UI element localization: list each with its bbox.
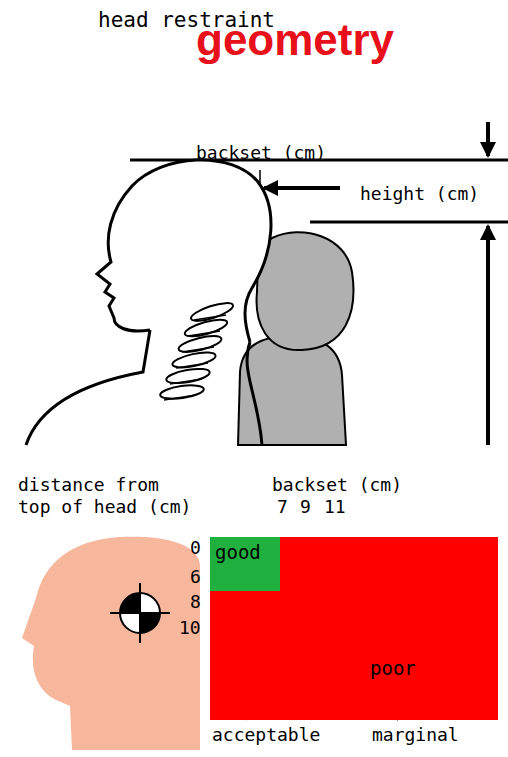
height-arrow — [486, 226, 490, 445]
vertebra-line — [170, 379, 202, 384]
tick-label: 7 — [277, 496, 288, 518]
target-symbol — [110, 583, 170, 643]
axis-label: distance from top of head (cm) — [18, 474, 198, 517]
tick-label: 6 — [190, 566, 201, 588]
vertebra-line — [164, 395, 196, 400]
heading-label: head restraint — [98, 8, 275, 33]
rating-region: poor good — [210, 537, 498, 720]
region-label: poor — [370, 657, 416, 679]
band-label: acceptable — [212, 724, 320, 746]
seatback — [238, 336, 346, 445]
tick-label: 8 — [190, 591, 201, 613]
dimension-label: backset (cm) — [196, 142, 326, 164]
vertebra-line — [182, 347, 214, 352]
tick-label: 11 — [324, 496, 346, 518]
band-label: marginal — [372, 724, 459, 746]
vertebrae — [159, 299, 234, 401]
backset-arrow — [264, 186, 340, 190]
height-arrow — [486, 122, 490, 156]
neck-back — [247, 342, 262, 445]
rating-region: good — [210, 537, 280, 591]
vertebra — [171, 350, 217, 371]
dimension-label: height (cm) — [360, 183, 479, 205]
vertebra — [177, 333, 223, 355]
vertebra — [165, 366, 210, 385]
axis-label: backset (cm) — [272, 474, 402, 496]
dummy-head — [22, 537, 200, 750]
head-outline — [97, 160, 271, 342]
height-line — [310, 221, 508, 224]
neck-front — [26, 330, 150, 445]
vertebra — [159, 383, 204, 401]
vertebra-line — [176, 363, 208, 368]
tick-label: 10 — [179, 617, 201, 639]
region-label: good — [215, 541, 261, 563]
tick-label: 9 — [300, 496, 311, 518]
head-restraint — [257, 232, 354, 350]
tick-label: 0 — [190, 537, 201, 559]
